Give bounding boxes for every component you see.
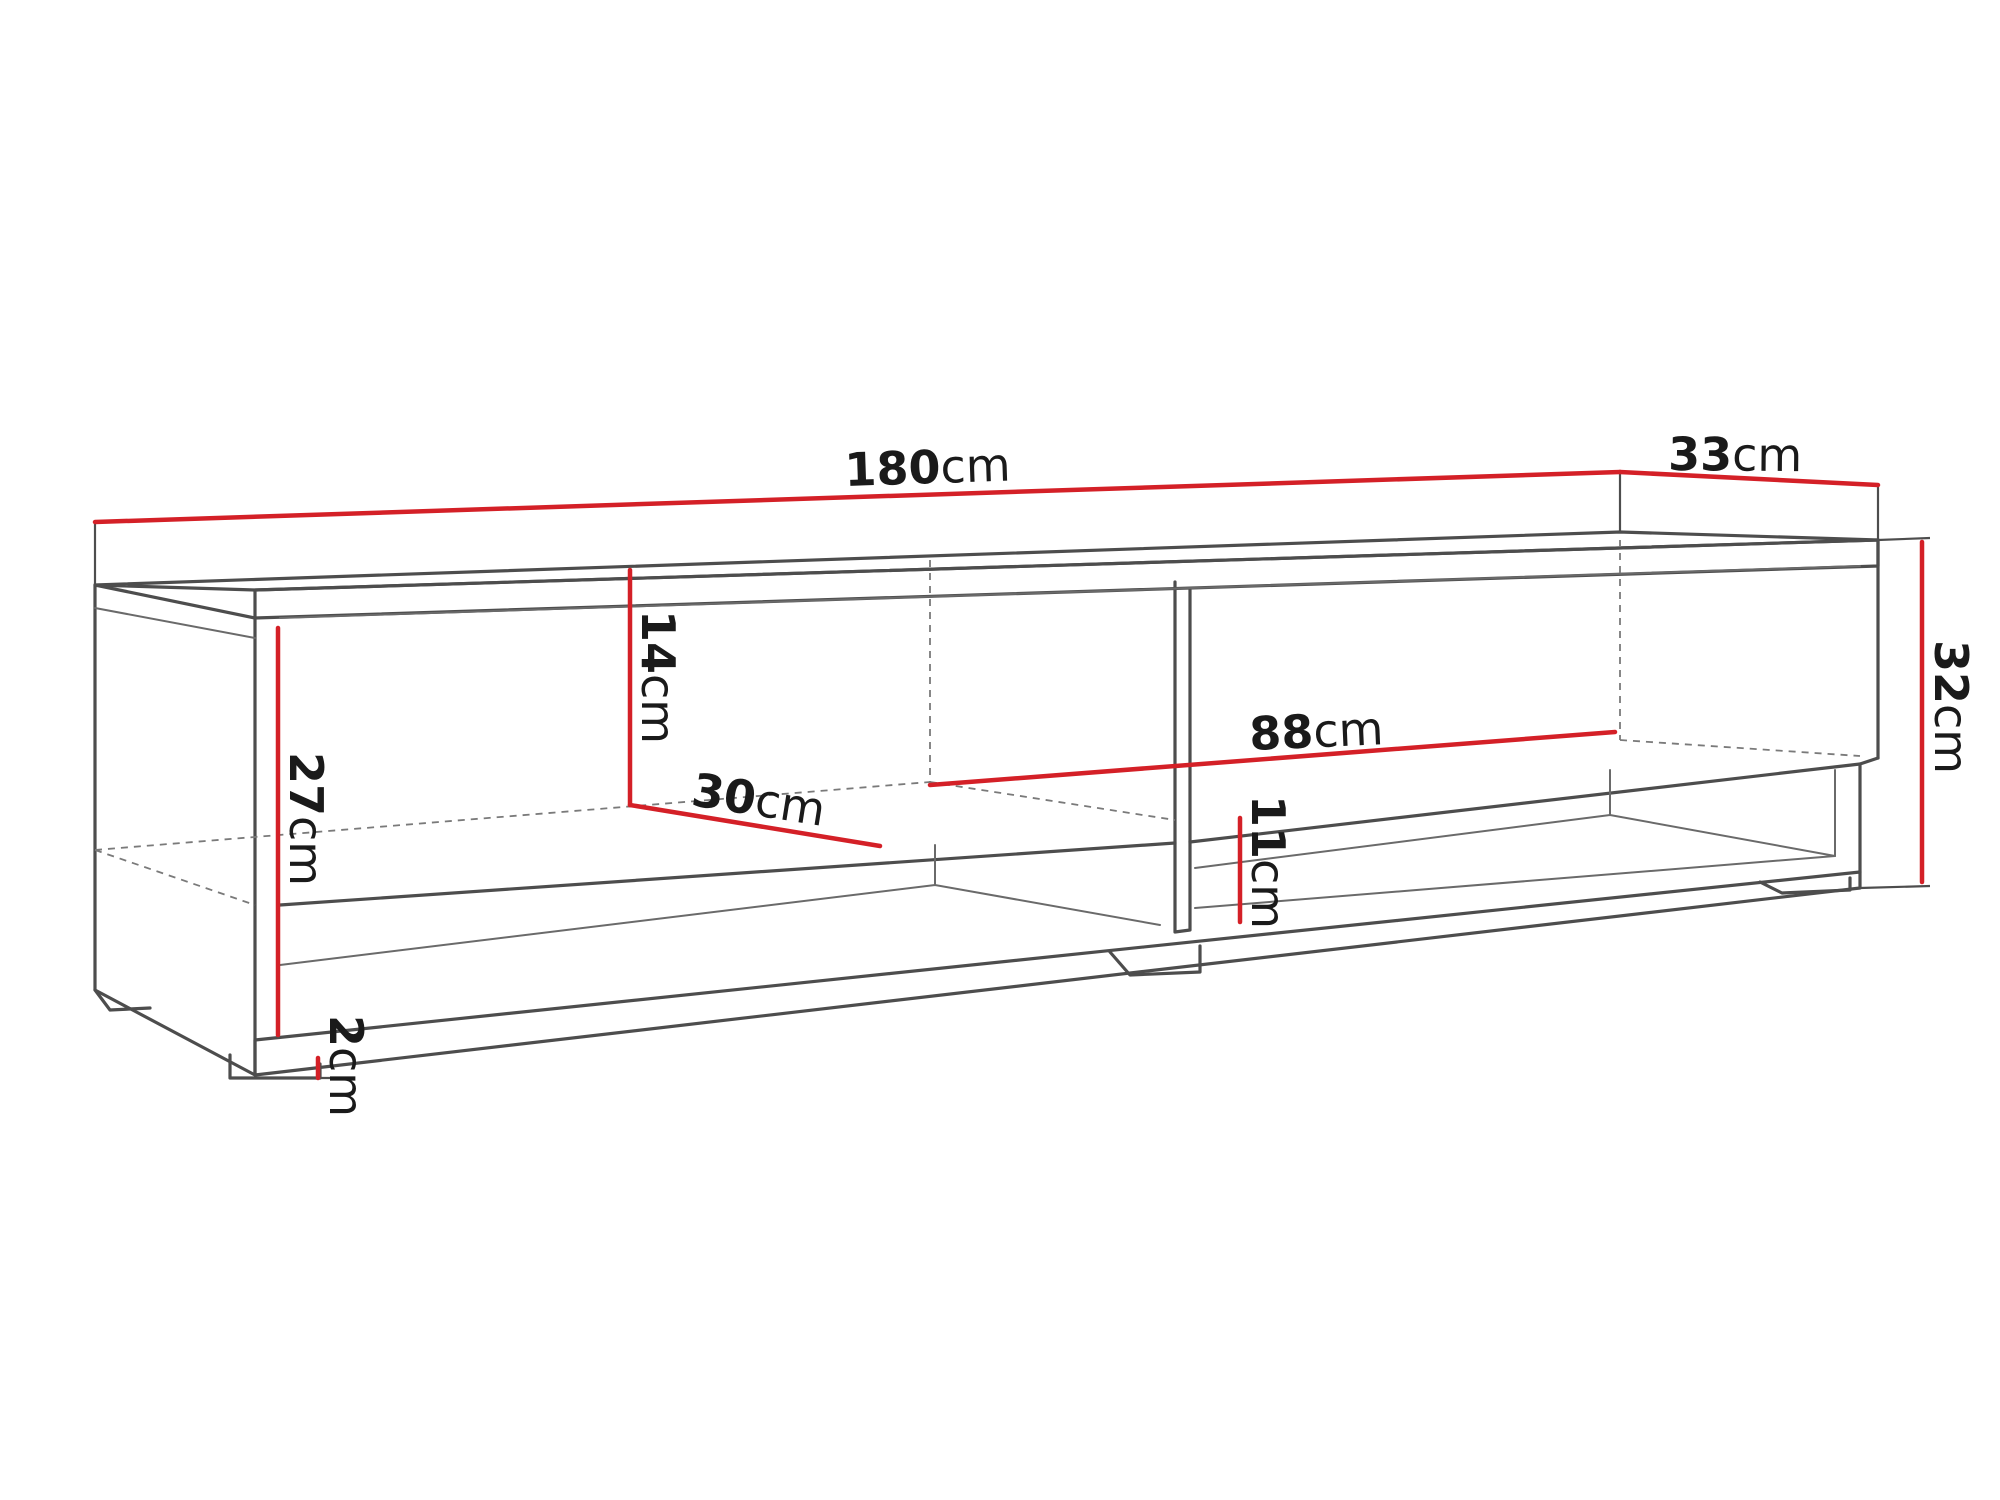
label-compartment-width-value: 88 (1248, 704, 1314, 761)
leg-back-left (93, 988, 152, 1012)
label-height-value: 32 (1924, 640, 1978, 704)
leg-front-left (228, 1053, 322, 1080)
label-leg-height: 2cm (319, 1015, 373, 1117)
label-lower-compartment-height-unit: cm (1241, 859, 1295, 929)
label-leg-height-value: 2 (319, 1015, 373, 1047)
dim-line-compartment-depth (627, 802, 883, 849)
hidden-left-shelf-back (94, 781, 931, 851)
right-end-lower-edge (1858, 756, 1880, 874)
label-upper-compartment-height-value: 14 (631, 610, 685, 674)
right-lower-compartment-floor (1194, 855, 1836, 909)
dim-line-depth (1617, 469, 1881, 488)
label-depth-unit: cm (1732, 428, 1803, 483)
extension-lines (93, 472, 1931, 1080)
dimension-labels: 180cm 33cm 32cm 27cm 14cm 30cm 88cm 11cm… (279, 427, 1978, 1117)
label-leg-height-unit: cm (319, 1047, 373, 1117)
middle-shelf-front-edge (278, 841, 1177, 907)
label-length-value: 180 (844, 440, 942, 497)
cabinet-body (93, 530, 1880, 1077)
dim-line-length (92, 469, 1623, 525)
hidden-left-side-shelf (94, 849, 256, 906)
dimension-lines (92, 469, 1925, 1081)
height-extension-top (1877, 536, 1931, 542)
label-upper-compartment-height-unit: cm (631, 674, 685, 744)
leg-center (1108, 944, 1202, 977)
left-side-panel (93, 583, 257, 1077)
label-length: 180cm (844, 438, 1012, 497)
label-depth-value: 33 (1668, 427, 1732, 482)
label-side-compartment-height-unit: cm (279, 816, 333, 886)
top-slab-top-face (93, 530, 1880, 592)
inner-back-top-edge (279, 565, 1861, 619)
label-upper-compartment-height: 14cm (631, 610, 685, 744)
label-lower-compartment-height: 11cm (1241, 795, 1295, 929)
label-lower-compartment-height-value: 11 (1241, 795, 1295, 859)
bottom-plinth-front-face (253, 870, 1862, 1077)
label-compartment-depth-value: 30 (688, 763, 760, 826)
height-extension-bottom (1859, 884, 1931, 890)
label-compartment-width-unit: cm (1312, 701, 1384, 758)
middle-shelf-right-front-edge (1188, 762, 1862, 844)
hidden-edges (94, 540, 1861, 906)
label-compartment-width: 88cm (1248, 701, 1384, 761)
hidden-right-shelf-back (1619, 739, 1861, 757)
label-height: 32cm (1924, 640, 1978, 774)
label-side-compartment-height: 27cm (279, 752, 333, 886)
leg-back-right (1758, 876, 1852, 895)
label-length-unit: cm (940, 438, 1012, 494)
left-side-shelf-edge (94, 607, 256, 639)
label-compartment-depth-unit: cm (752, 773, 830, 837)
label-depth: 33cm (1668, 427, 1803, 482)
center-divider (1173, 580, 1192, 934)
label-compartment-depth: 30cm (688, 763, 829, 837)
dim-line-compartment-width (927, 729, 1618, 788)
hidden-center-shelf-back (929, 781, 1176, 821)
label-height-unit: cm (1924, 704, 1978, 774)
label-side-compartment-height-value: 27 (279, 752, 333, 816)
